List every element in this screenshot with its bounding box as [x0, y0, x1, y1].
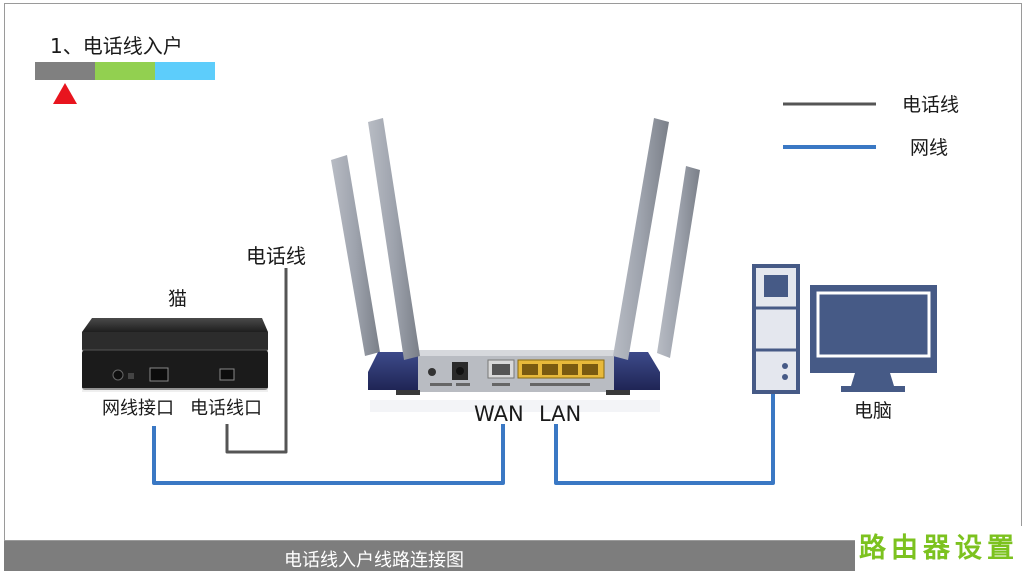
phone-line-path	[225, 268, 288, 454]
progress-bar	[35, 62, 215, 104]
diagram-frame	[4, 3, 1022, 541]
current-step-marker	[53, 83, 77, 104]
connections	[152, 268, 775, 485]
router-wan-label: WAN	[474, 402, 524, 426]
modem-phone-port-label: 电话线口	[190, 398, 262, 419]
progress-step-1	[35, 62, 95, 80]
legend-network-line-label: 网线	[910, 137, 949, 159]
legend-phone-line-label: 电话线	[902, 94, 960, 116]
computer-device	[752, 264, 937, 394]
step-title: 1、电话线入户	[50, 34, 183, 58]
router-device	[331, 118, 700, 412]
lan-network-line	[554, 388, 775, 485]
phone-wire-label: 电话线	[246, 244, 306, 268]
modem-device	[82, 318, 268, 392]
caption-bar: 电话线入户线路连接图	[4, 541, 1022, 571]
legend	[783, 102, 876, 149]
modem-label: 猫	[168, 288, 188, 310]
brand-watermark: 路由器设置	[855, 526, 1023, 572]
progress-step-2	[95, 62, 155, 80]
router-lan-label: LAN	[539, 402, 582, 426]
progress-step-3	[155, 62, 215, 80]
wan-network-line	[152, 424, 505, 485]
computer-label: 电脑	[854, 400, 893, 422]
modem-network-port-label: 网线接口	[102, 398, 174, 419]
diagram-caption: 电话线入户线路连接图	[284, 550, 464, 571]
